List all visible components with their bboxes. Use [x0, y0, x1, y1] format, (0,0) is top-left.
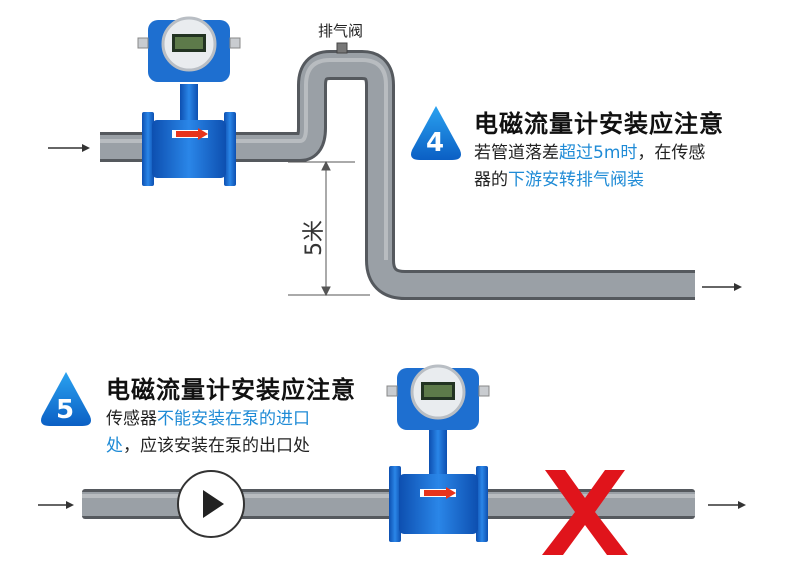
- step-badge-4: [411, 106, 461, 160]
- desc4-text-a: 若管道落差: [474, 143, 559, 163]
- vent-valve: [336, 42, 348, 54]
- flowmeter-5: [386, 364, 490, 542]
- flow-arrow-outlet-4: [702, 283, 742, 291]
- section5-title: 电磁流量计安装应注意: [106, 376, 356, 404]
- desc5-highlight-a: 不能安装在泵的进口: [157, 409, 310, 429]
- step-number-5: 5: [56, 395, 74, 425]
- section4-title: 电磁流量计安装应注意: [474, 110, 724, 138]
- section4-description: 若管道落差超过5m时，在传感 器的下游安转排气阀装: [474, 140, 705, 194]
- flow-arrow-inlet-5: [38, 501, 74, 509]
- flow-arrow-inlet-4: [48, 144, 90, 152]
- desc5-highlight-b: 处: [106, 436, 123, 456]
- height-dimension: [288, 160, 370, 297]
- desc5-text-a: 传感器: [106, 409, 157, 429]
- flow-arrow-outlet-5: [708, 501, 746, 509]
- desc4-highlight-a: 超过5m时: [559, 143, 638, 163]
- wrong-position-x-mark: [542, 470, 628, 555]
- flowmeter-4: [137, 16, 241, 186]
- desc5-text-b: ，应该安装在泵的出口处: [123, 436, 310, 456]
- step-badge-5: [41, 372, 91, 426]
- desc4-text-c: 器的: [474, 170, 508, 190]
- vent-valve-label: 排气阀: [318, 22, 364, 40]
- section5-description: 传感器不能安装在泵的进口 处，应该安装在泵的出口处: [106, 406, 310, 460]
- desc4-text-b: ，在传感: [637, 143, 706, 163]
- desc4-highlight-b: 下游安转排气阀装: [508, 170, 644, 190]
- pump: [177, 470, 245, 538]
- step-number-4: 4: [426, 128, 444, 158]
- height-label: 5米: [302, 220, 327, 256]
